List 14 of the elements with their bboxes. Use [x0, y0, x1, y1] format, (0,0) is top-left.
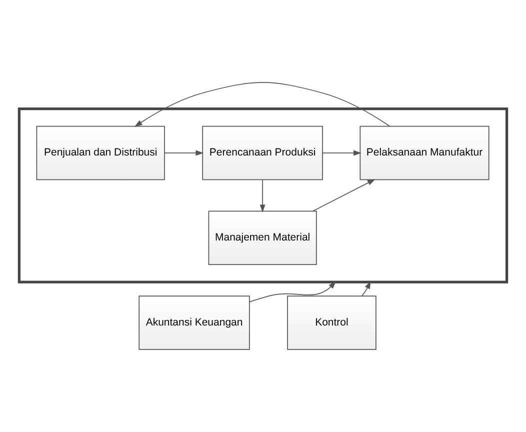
node-box: Pelaksanaan Manufaktur	[360, 126, 490, 180]
node-box: Kontrol	[287, 296, 376, 350]
node-box: Penjualan dan Distribusi	[36, 126, 165, 180]
arrow	[362, 280, 371, 296]
node-box: Akuntansi Keuangan	[138, 296, 250, 350]
node-box: Perencanaan Produksi	[202, 126, 323, 180]
arrow	[249, 281, 336, 302]
arrow	[134, 82, 390, 127]
arrow	[322, 150, 362, 156]
arrow	[260, 179, 266, 212]
arrow	[312, 179, 376, 212]
arrow	[164, 150, 204, 156]
cluster	[18, 107, 508, 284]
node-box: Manajemen Material	[208, 210, 317, 266]
